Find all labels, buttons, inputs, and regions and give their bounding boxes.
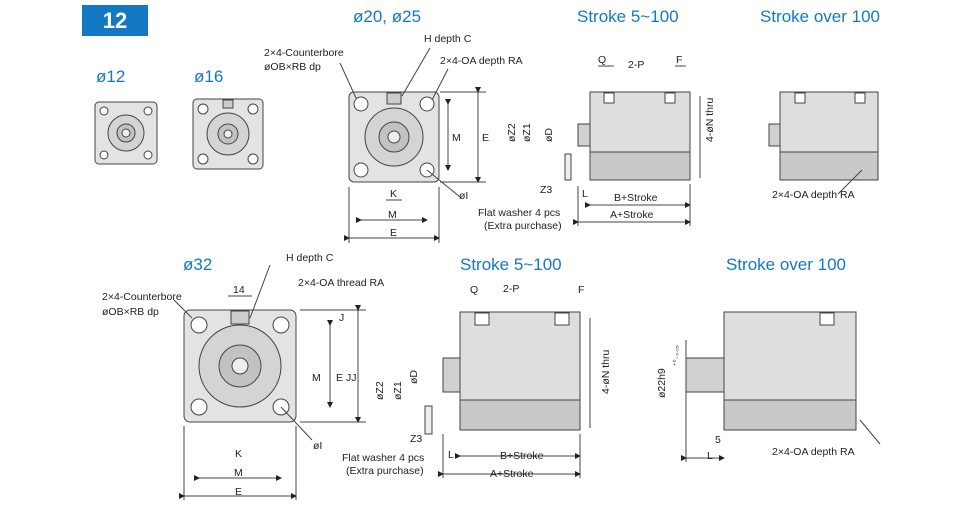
label-14-bottom: 14 xyxy=(233,284,245,296)
label-d-bottom: øD xyxy=(408,370,420,384)
label-q-bottom: Q xyxy=(470,284,479,296)
label-m-bottom: M xyxy=(234,467,243,479)
label-b-stroke-bottom: B+Stroke xyxy=(500,450,544,462)
label-counterbore-top: 2×4-Counterbore xyxy=(264,47,344,59)
label-q-top: Q xyxy=(598,54,607,66)
label-l-over100-bottom: L xyxy=(707,450,713,462)
heading-stroke-over-100-top: Stroke over 100 xyxy=(760,7,881,26)
label-phi22-bottom: ø22h9 xyxy=(656,368,668,398)
label-a-stroke-top: A+Stroke xyxy=(610,209,654,221)
label-e-bottom-top: E xyxy=(390,227,398,239)
label-n-thru-bottom: 4-øN thru xyxy=(600,349,612,394)
top-stroke-over-100-side-view xyxy=(768,91,879,195)
label-ob-rb-bottom: øOB×RB dp xyxy=(102,306,159,318)
label-z3-bottom: Z3 xyxy=(410,433,423,445)
d32-front-view xyxy=(173,264,366,500)
bottom-stroke-5-100-side-view xyxy=(424,311,591,478)
d20-25-front-view xyxy=(339,47,486,243)
label-oa-thread-bottom: 2×4-OA thread RA xyxy=(298,277,385,289)
label-extra-top: (Extra purchase) xyxy=(484,220,562,232)
label-5-bottom: 5 xyxy=(715,434,721,446)
label-jj-bottom: JJ xyxy=(346,372,357,384)
label-counterbore-bottom: 2×4-Counterbore xyxy=(102,291,182,303)
heading-stroke-5-100-top: Stroke 5~100 xyxy=(577,7,679,26)
label-e-bottom: E xyxy=(235,486,243,498)
label-e-right-top: E xyxy=(482,132,490,144)
label-b-stroke-top: B+Stroke xyxy=(614,192,658,204)
label-n-thru-top: 4-øN thru xyxy=(704,97,716,142)
heading-d20-25: ø20, ø25 xyxy=(353,7,422,26)
heading-d32: ø32 xyxy=(183,255,213,274)
label-k-bottom: K xyxy=(235,448,243,460)
bottom-stroke-over-100-side-view xyxy=(681,311,881,462)
d12-front-view xyxy=(94,101,158,165)
label-oa-depth-over100-bottom: 2×4-OA depth RA xyxy=(772,446,855,458)
label-z2-top: øZ2 xyxy=(506,123,518,142)
top-stroke-5-100-side-view xyxy=(564,65,701,226)
label-phi-i-top: øI xyxy=(459,190,469,202)
label-m-right-bottom: M xyxy=(312,372,321,384)
label-2p-bottom: 2-P xyxy=(503,283,520,295)
label-m-top: M xyxy=(452,132,461,144)
label-extra-bottom: (Extra purchase) xyxy=(346,465,424,477)
heading-d16: ø16 xyxy=(194,67,224,86)
label-phi-i-bottom: øI xyxy=(313,440,323,452)
heading-stroke-5-100-bottom: Stroke 5~100 xyxy=(460,255,562,274)
label-d-top: øD xyxy=(543,128,555,142)
label-washer-bottom: Flat washer 4 pcs xyxy=(342,452,425,464)
heading-stroke-over-100-bottom: Stroke over 100 xyxy=(726,255,847,274)
label-a-stroke-bottom: A+Stroke xyxy=(490,468,534,480)
heading-d12: ø12 xyxy=(96,67,126,86)
label-z2-bottom: øZ2 xyxy=(374,381,386,400)
label-f-top: F xyxy=(676,54,683,66)
label-z1-top: øZ1 xyxy=(521,123,533,142)
section-number-badge: 12 xyxy=(82,5,148,36)
label-l-bottom: L xyxy=(448,449,454,461)
label-h-depth-bottom: H depth C xyxy=(286,252,334,264)
label-2p-top: 2-P xyxy=(628,59,645,71)
label-h-depth-top: H depth C xyxy=(424,33,472,45)
d16-front-view xyxy=(192,98,264,170)
label-ob-rb-top: øOB×RB dp xyxy=(264,61,321,73)
label-tolerance-bottom: ⁺⁰₋₀.₀₅ xyxy=(673,345,680,366)
label-k-top: K xyxy=(390,188,398,200)
label-m-bottom-top: M xyxy=(388,209,397,221)
label-f-bottom: F xyxy=(578,284,585,296)
label-z1-bottom: øZ1 xyxy=(392,381,404,400)
label-oa-depth-over100-top: 2×4-OA depth RA xyxy=(772,189,855,201)
label-z3-top: Z3 xyxy=(540,184,553,196)
label-j-bottom: J xyxy=(339,312,345,324)
label-oa-depth-top: 2×4-OA depth RA xyxy=(440,55,523,67)
label-washer-top: Flat washer 4 pcs xyxy=(478,207,561,219)
label-l-top: L xyxy=(582,188,588,200)
label-e-right-bottom: E xyxy=(336,372,344,384)
